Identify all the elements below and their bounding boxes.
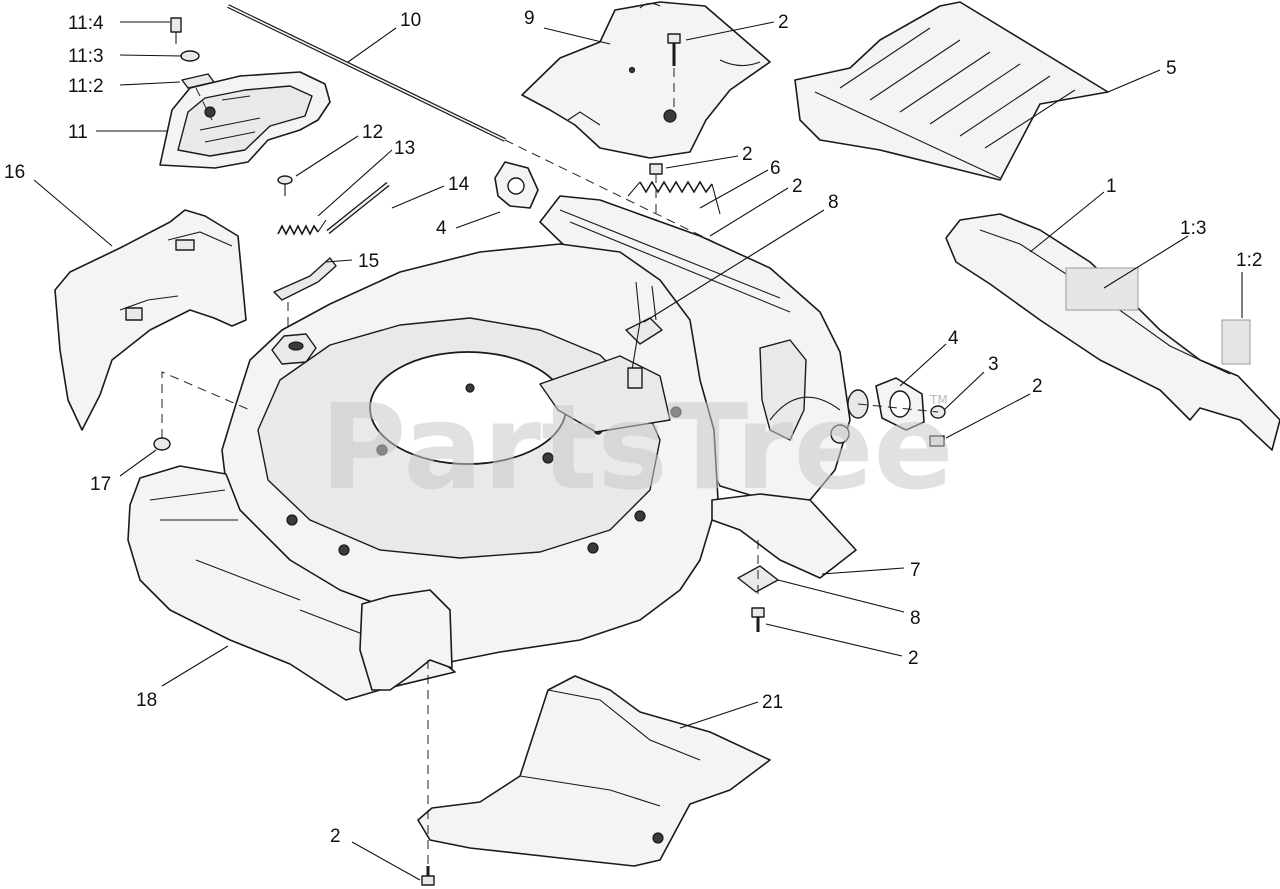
part-10-rod [227,4,721,246]
part-8-bracket-lower [737,540,779,632]
callout-11-4: 11:4 [68,13,104,34]
watermark-trademark: TM [929,393,948,407]
callout-11-3: 11:3 [68,46,104,67]
callout-labels: 11:4 11:3 11:2 11 10 9 2 5 12 13 2 6 16 … [4,8,1262,847]
callout-4-a: 4 [436,218,447,239]
part-5-flap [794,1,1109,181]
callout-4-b: 4 [948,328,959,349]
callout-10: 10 [400,10,421,31]
part-7-chute-plate [711,493,857,579]
part-21-mulch-plug [417,675,771,867]
callout-2-c: 2 [792,176,803,197]
part-4-bushing-upper [494,161,539,209]
part-2-bolt-bottom [421,660,435,886]
part-1-2-decal [1221,319,1251,365]
callout-17: 17 [90,474,111,495]
part-14-pin [326,182,390,234]
part-16-shield [54,209,247,431]
callout-2-b: 2 [742,144,753,165]
callout-9: 9 [524,8,535,29]
callout-2-f: 2 [330,826,341,847]
callout-13: 13 [394,138,415,159]
callout-3: 3 [988,354,999,375]
callout-18: 18 [136,690,157,711]
part-4-bushing-right [847,377,925,431]
part-1-3-decal [1065,267,1139,311]
deck-bolts [286,383,682,556]
part-9-plate [521,1,771,159]
part-12-pin [277,175,293,196]
watermark: PartsTree TM [320,378,954,516]
callout-14: 14 [448,174,470,195]
callout-21: 21 [762,692,783,713]
leader-lines [33,21,1243,881]
callout-16: 16 [4,162,25,183]
callout-12: 12 [362,122,383,143]
part-13-spring [277,219,327,236]
callout-1: 1 [1106,176,1117,197]
callout-2-a: 2 [778,12,789,33]
callout-7: 7 [910,560,921,581]
callout-1-3: 1:3 [1180,218,1206,239]
part-8-latch-upper [625,281,663,389]
callout-15: 15 [358,251,379,272]
watermark-text: PartsTree [320,378,954,516]
callout-2-e: 2 [908,648,919,669]
callout-1-2: 1:2 [1236,250,1262,271]
part-17-nut [153,371,251,451]
part-11-cover [159,71,331,169]
part-11-4-screw [170,17,182,44]
part-11-2-clip [181,73,215,89]
callout-2-d: 2 [1032,376,1043,397]
callout-8-a: 8 [828,192,839,213]
callout-11-2: 11:2 [68,76,104,97]
part-11-3-washer [180,50,200,62]
callout-8-b: 8 [910,608,921,629]
callout-11: 11 [68,122,88,143]
part-2-bolt-top [667,33,681,110]
part-2-bolt-right [929,435,945,447]
callout-5: 5 [1166,58,1177,79]
callout-6: 6 [770,158,781,179]
